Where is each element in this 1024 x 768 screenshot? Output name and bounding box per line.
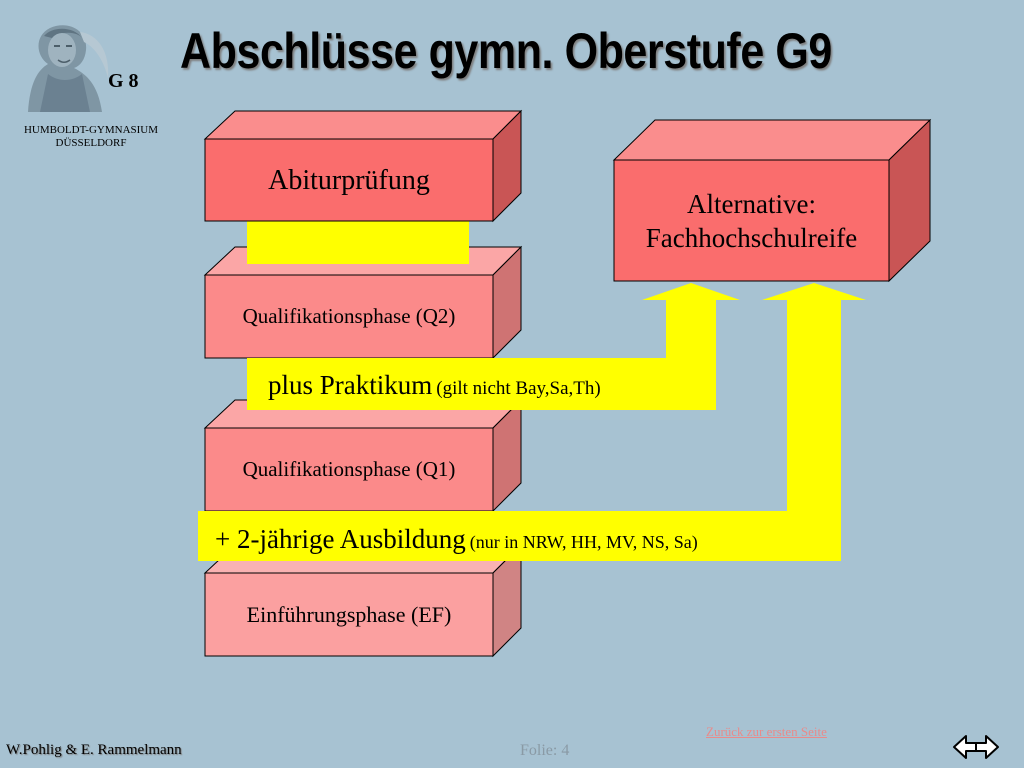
ef-block — [203, 543, 523, 658]
praktikum-label: plus Praktikum (gilt nicht Bay,Sa,Th) — [268, 370, 601, 401]
ausbildung-arrow — [198, 283, 866, 561]
back-forward-arrows-icon[interactable] — [950, 730, 1002, 764]
alternative-label: Alternative: Fachhochschulreife — [614, 160, 889, 281]
g8-label: G 8 — [108, 70, 139, 92]
ef-label: Einführungsphase (EF) — [246, 601, 452, 627]
q2-label: Qualifikationsphase (Q2) — [242, 304, 456, 328]
authors-text: W.Pohlig & E. Rammelmann — [6, 742, 182, 758]
praktikum-arrow — [247, 283, 740, 410]
back-to-first-slide-link[interactable]: Zurück zur ersten Seite — [706, 724, 827, 739]
abitur-label: Abiturprüfung — [268, 165, 430, 196]
q2-block — [203, 245, 523, 360]
school-name-line1: HUMBOLDT-GYMNASIUM — [23, 124, 159, 136]
ausbildung-note: (nur in NRW, HH, MV, NS, Sa) — [469, 532, 698, 552]
humboldt-portrait-icon — [18, 22, 114, 114]
alternative-label-line1: Alternative: — [687, 188, 816, 219]
q1-label: Qualifikationsphase (Q1) — [242, 457, 456, 481]
ausbildung-main: + 2-jährige Ausbildung — [215, 524, 466, 554]
alternative-block — [612, 118, 932, 283]
school-name: HUMBOLDT-GYMNASIUM DÜSSELDORF — [8, 124, 174, 150]
page-title: Abschlüsse gymn. Oberstufe G9 — [180, 23, 832, 79]
slide-number: Folie: 4 — [520, 742, 570, 759]
school-name-line2: DÜSSELDORF — [55, 137, 127, 149]
praktikum-note: (gilt nicht Bay,Sa,Th) — [436, 378, 601, 399]
yellow-connector — [247, 221, 469, 264]
abitur-block — [203, 109, 523, 223]
praktikum-main: plus Praktikum — [268, 370, 433, 400]
ausbildung-label: + 2-jährige Ausbildung (nur in NRW, HH, … — [215, 524, 698, 555]
alternative-label-line2: Fachhochschulreife — [645, 222, 858, 253]
